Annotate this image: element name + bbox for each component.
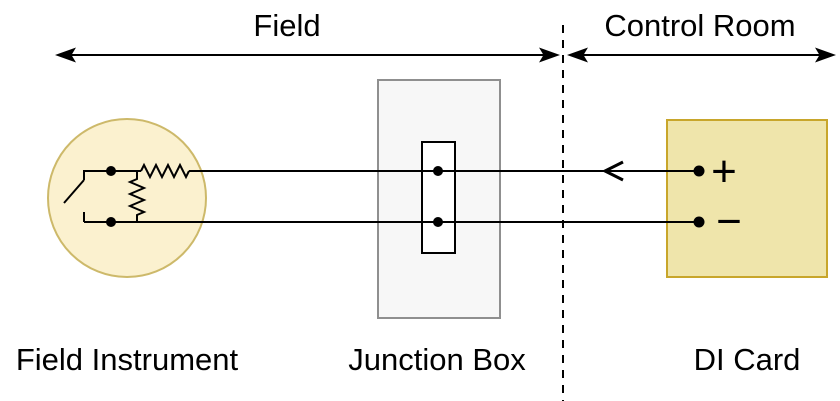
di-card [666,119,828,278]
current-direction-arrow [601,160,624,182]
junction-top-terminal-dot [433,166,443,176]
instrument-bottom-terminal-dot [106,217,116,227]
di-minus-terminal-label: − [716,197,742,246]
field-zone-label: Field [253,8,320,43]
di-card-label: DI Card [694,342,801,377]
instrument-top-terminal-dot [106,166,116,176]
control-room-extent-arrow [567,47,836,63]
di-plus-terminal-label: + [711,147,737,196]
terminal-strip [421,141,456,254]
parallel-resistor-symbol [127,171,147,222]
terminal-dots [106,165,705,228]
di-plus-terminal-dot [693,165,705,177]
field-instrument-label: Field Instrument [16,342,239,377]
di-minus-terminal-dot [693,216,705,228]
junction-bottom-terminal-dot [433,217,443,227]
switch-blade [63,179,85,204]
field-instrument-circle [47,118,207,278]
series-resistor-symbol [140,162,190,180]
control-room-zone-label: Control Room [604,8,795,43]
switch-top-lead [83,170,111,180]
junction-box-label: Junction Box [348,342,526,377]
field-extent-arrow [55,47,560,63]
